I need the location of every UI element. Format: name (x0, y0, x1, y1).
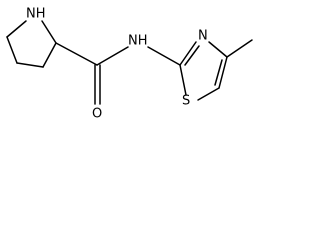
bond-c4-c5 (42, 42, 57, 68)
bond-c3-c4 (16, 62, 44, 68)
atom-label-pyrrolidine-nh: NH (26, 7, 46, 22)
bond-s1-c2 (179, 64, 187, 96)
bond-c4-methyl (226, 39, 253, 58)
amide-group (55, 42, 181, 105)
bond-n3-c4 (208, 41, 228, 58)
bond-c5-s1 (197, 87, 220, 101)
bond-nh-c2-thiazole (147, 46, 181, 66)
pyrrolidine-ring (6, 20, 57, 68)
atom-label-thiazole-n: N (198, 29, 208, 44)
atom-label-thiazole-s: S (182, 94, 190, 109)
atom-label-carbonyl-o: O (92, 107, 102, 122)
bond-n1-c2 (6, 20, 27, 38)
bond-c2-n3-inner (184, 45, 200, 66)
bond-carbonyl-nh (96, 46, 129, 66)
bond-c5-carbonyl (55, 42, 98, 66)
bond-c5-n1 (41, 20, 57, 44)
bond-c4-c5-outer (218, 56, 228, 89)
bond-c2-c3 (6, 36, 18, 64)
bond-c4-c5-inner (214, 59, 223, 86)
atom-label-amide-nh: NH (128, 34, 148, 49)
thiazole-ring (179, 41, 228, 101)
bond-c2-n3-outer (179, 41, 197, 66)
structure-diagram: NH NH O N S (6, 7, 253, 122)
